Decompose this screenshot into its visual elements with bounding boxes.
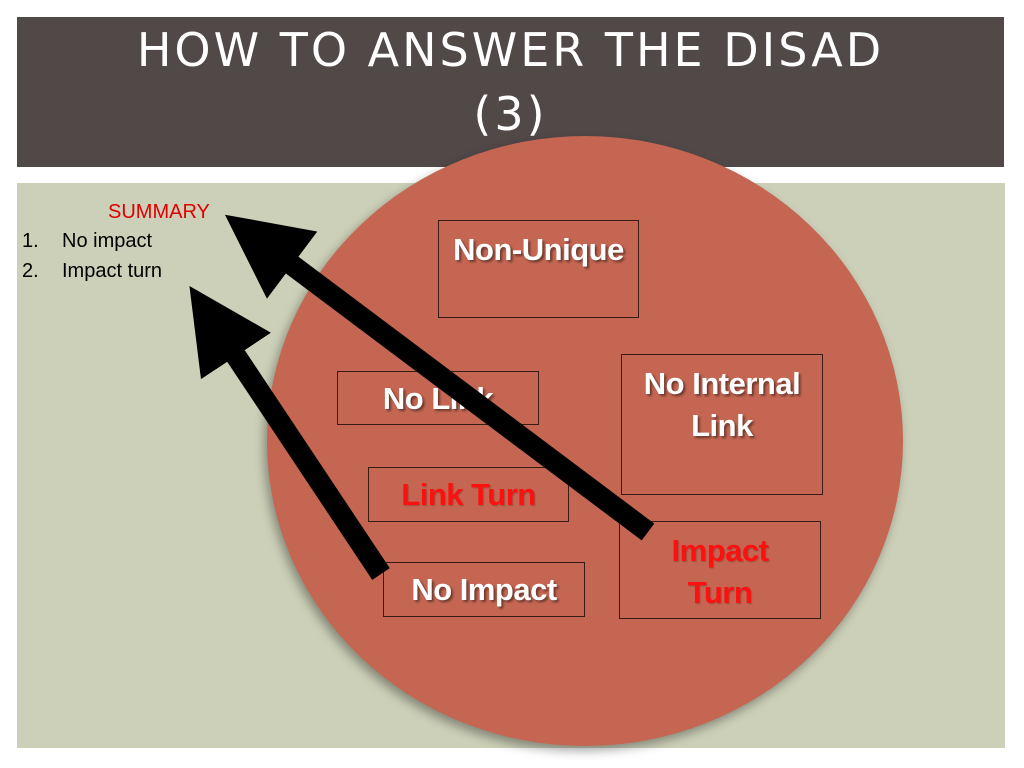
impact-turn-label-line1: Impact [671, 533, 769, 568]
slide-title-line2: (3) [473, 87, 548, 141]
summary-item: 1. No impact [22, 226, 262, 256]
impact-turn-box: Impact Turn [619, 521, 821, 619]
no-impact-label: No Impact [411, 572, 557, 607]
link-turn-box: Link Turn [368, 467, 569, 522]
summary-list: 1. No impact 2. Impact turn [22, 226, 262, 286]
summary-item-label: Impact turn [62, 260, 163, 282]
impact-turn-label-line2: Turn [687, 575, 753, 610]
non-unique-label: Non-Unique [453, 232, 624, 267]
summary-item-label: No impact [62, 230, 153, 252]
summary-item-number: 1. [22, 230, 39, 252]
no-link-label: No Link [382, 381, 494, 416]
no-internal-link-box: No Internal Link [621, 354, 823, 495]
slide-title-line1: HOW TO ANSWER THE DISAD [136, 23, 885, 77]
non-unique-box: Non-Unique [438, 220, 639, 318]
no-link-box: No Link [337, 371, 539, 425]
link-turn-label: Link Turn [401, 477, 536, 512]
summary-item-number: 2. [22, 260, 39, 282]
title-bar [17, 17, 1004, 167]
summary-heading: SUMMARY [108, 201, 210, 223]
summary-panel: SUMMARY 1. No impact 2. Impact turn [22, 198, 262, 286]
slide-title: HOW TO ANSWER THE DISAD (3) [17, 18, 1004, 146]
no-internal-link-label-line2: Link [691, 408, 753, 443]
no-impact-box: No Impact [383, 562, 585, 617]
no-internal-link-label-line1: No Internal [643, 366, 801, 401]
summary-item: 2. Impact turn [22, 256, 262, 286]
